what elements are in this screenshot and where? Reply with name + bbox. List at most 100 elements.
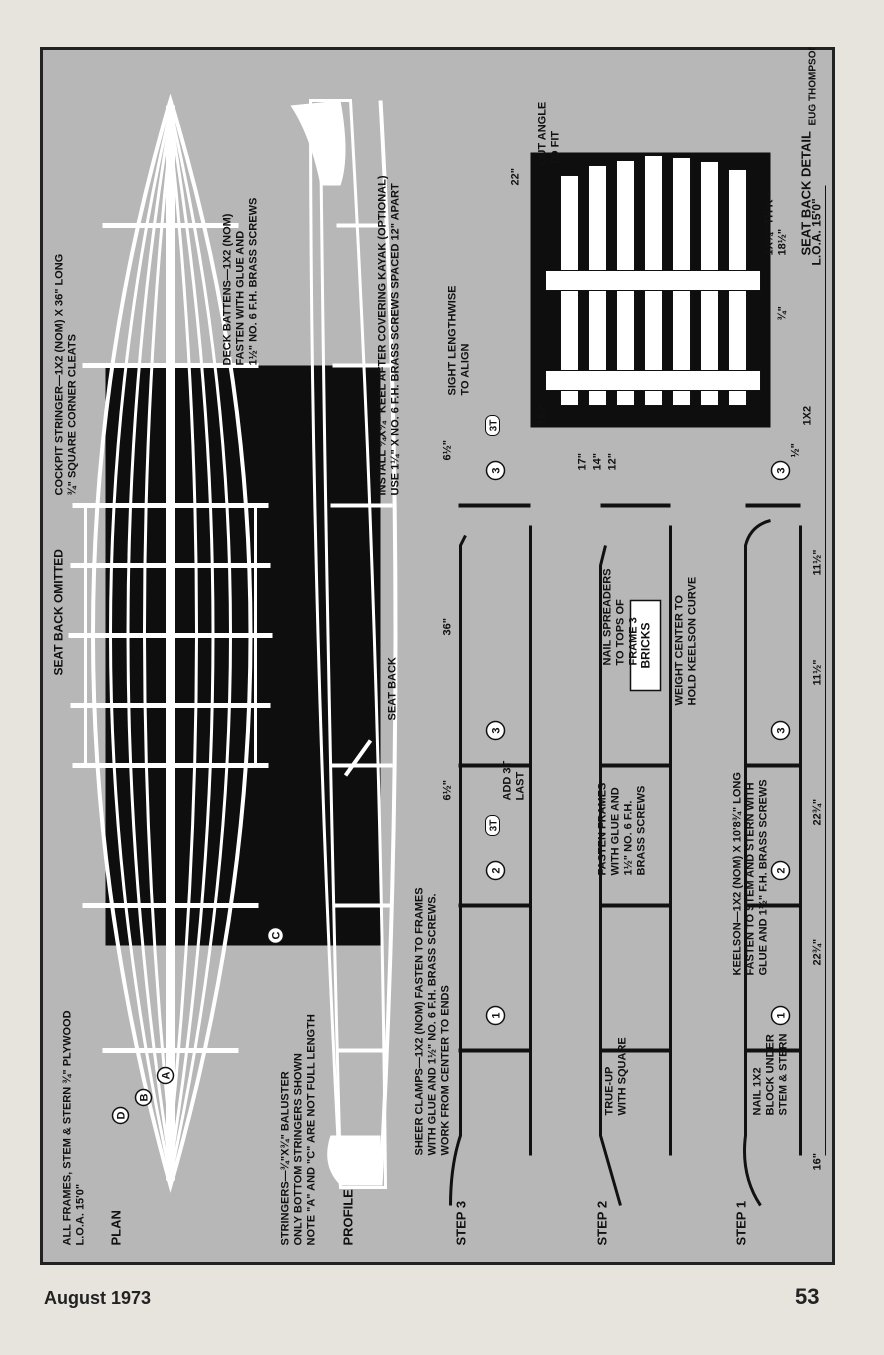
drawing-sheet: D B A C PLAN ALL FRAMES, STEM & STERN ¾"… (40, 47, 835, 1265)
step2-note-weight-line: WEIGHT CENTER TO (673, 594, 685, 705)
plan-note-frames-line: L.O.A. 15'0" (74, 1183, 86, 1245)
step1-note-nail-line: NAIL 1X2 (751, 1067, 763, 1115)
step2-note-fasten-line: WITH GLUE AND (609, 787, 621, 875)
plan-stringer-inner (142, 134, 198, 1136)
step1-loa: L.O.A. 15'0" (809, 198, 823, 265)
profile-stem (290, 100, 345, 185)
step3-note-add: ADD 3T LAST (501, 757, 526, 800)
seat-back-dim-three-quarter: ¾" (776, 306, 788, 320)
step3-frame-3t-a-badge (484, 814, 500, 836)
plan-note-frames-line: ALL FRAMES, STEM & STERN ¾" PLYWOOD (61, 1010, 73, 1245)
step2-note-trueup-line: WITH SQUARE (616, 1037, 628, 1115)
profile-note-deck-line: 1½" NO. 6 F.H. BRASS SCREWS (247, 197, 259, 365)
profile-note-sheer-line: WORK FROM CENTER TO ENDS (439, 985, 451, 1155)
step3-frame-1-circle (485, 1005, 505, 1025)
step1-note-keelson-line: FASTEN TO STEM AND STERN WITH (744, 782, 756, 975)
step2-view (598, 503, 672, 1206)
step2-title: STEP 2 (594, 1200, 609, 1245)
plan-note-seatback: SEAT BACK OMITTED (51, 548, 65, 675)
profile-hull (308, 98, 387, 1189)
step2-note-trueup-line: TRUE-UP (603, 1066, 615, 1115)
step3-frame-3b-circle (485, 460, 505, 480)
step2-note-spreaders: NAIL SPREADERS TO TOPS OF FRAME 3 (601, 565, 639, 665)
kayak-plans-diagram: D B A C PLAN ALL FRAMES, STEM & STERN ¾"… (51, 47, 826, 1245)
plan-note-cockpit-line: ¾" SQUARE CORNER CLEATS (66, 334, 78, 495)
bricks-box (629, 599, 661, 691)
profile-deck-batten (318, 114, 342, 1176)
marker-c-circle (266, 926, 284, 944)
plan-note-cockpit-line: COCKPIT STRINGER—1X2 (NOM) X 36" LONG (53, 253, 65, 495)
step3-title: STEP 3 (453, 1200, 468, 1245)
step1-frame-2-circle (770, 860, 790, 880)
profile-seat-back (343, 738, 372, 777)
step1-note-keelson: KEELSON—1X2 (NOM) X 10'8¾" LONG FASTEN T… (731, 769, 769, 976)
seat-back-label-1x2-a: 1X2 (536, 405, 548, 425)
step2-note-trueup: TRUE-UP WITH SQUARE (603, 1037, 628, 1115)
step1-frame-3b-circle (770, 460, 790, 480)
step3-frame-3t-b-badge (484, 414, 500, 436)
seat-back-dim-22: 22" (509, 168, 521, 185)
issue-date: August 1973 (44, 1288, 152, 1308)
step1-frame-2: 2 (775, 867, 787, 873)
profile-stern (326, 1135, 380, 1185)
seat-back-note-cut: CUT ANGLE TO FIT (536, 98, 561, 165)
step3-dim-2: 36" (441, 618, 453, 635)
page-number: 53 (795, 1284, 820, 1309)
step1-dim-11b: 11½" (811, 549, 823, 575)
step1-frame-3a-circle (770, 720, 790, 740)
step3-frame-3a: 3 (490, 727, 502, 733)
plan-view: D B A C (68, 93, 284, 1193)
seat-back-note-cut-line: TO FIT (549, 130, 561, 165)
step2-note-weight: WEIGHT CENTER TO HOLD KEELSON CURVE (673, 576, 698, 705)
profile-note-sheer-line: SHEER CLAMPS—1X2 (NOM) FASTEN TO FRAMES (413, 887, 425, 1155)
plan-note-stringers: STRINGERS—¾"X¾" BALUSTER ONLY BOTTOM STR… (279, 1014, 317, 1245)
plan-note-stringers-line: STRINGERS—¾"X¾" BALUSTER (279, 1071, 291, 1245)
profile-keel-line (378, 99, 397, 1186)
plan-note-stringers-line: ONLY BOTTOM STRINGERS SHOWN (292, 1053, 304, 1245)
seat-back-dim-12: 12" (606, 453, 618, 470)
seat-back-dim-18half: 18½" (776, 228, 788, 255)
step1-title: STEP 1 (733, 1200, 748, 1245)
step3-frame-3b: 3 (490, 467, 502, 473)
step1-frame-1-circle (770, 1005, 790, 1025)
rotated-drawing-area: D B A C PLAN ALL FRAMES, STEM & STERN ¾"… (40, 47, 835, 1265)
step3-dim-3: 6½" (441, 439, 453, 460)
step1-frame-1: 1 (775, 1012, 787, 1018)
step3-frame-2: 2 (490, 867, 502, 873)
step1-note-keelson-line: KEELSON—1X2 (NOM) X 10'8¾" LONG (731, 772, 743, 975)
step2-note-spreaders-line: NAIL SPREADERS (601, 568, 613, 665)
step1-dim-11a: 11½" (811, 659, 823, 685)
step3-frame-1: 1 (490, 1012, 502, 1018)
step1-dim-22a: 22¾" (811, 938, 823, 965)
marker-b-circle (134, 1088, 152, 1106)
step2-note-spreaders-line: FRAME 3 (627, 617, 639, 665)
step1-frame-3a: 3 (775, 727, 787, 733)
profile-note-sheer-line: WITH GLUE AND 1½" NO. 6 F.H. BRASS SCREW… (426, 893, 438, 1155)
plan-hull-outline (90, 93, 252, 1193)
step1-top-line (742, 518, 771, 1206)
step1-dim-16: 16" (811, 1153, 823, 1170)
plan-note-cockpit: COCKPIT STRINGER—1X2 (NOM) X 36" LONG ¾"… (53, 250, 78, 495)
step3-frame-3t-b: 3T (488, 419, 499, 431)
step2-frames (600, 503, 670, 1052)
step1-note-nail-line: BLOCK UNDER (764, 1034, 776, 1115)
step1-note-nail-line: STEM & STERN (777, 1033, 789, 1115)
step3-frames (458, 503, 530, 1052)
step3-frame-3t-a: 3T (488, 819, 499, 831)
step3-note-add-line: LAST (514, 771, 526, 800)
seat-back-dim-17: 17" (576, 453, 588, 470)
step1-note-nail: NAIL 1X2 BLOCK UNDER STEM & STERN (751, 1031, 789, 1115)
step1-frames (745, 503, 800, 1052)
marker-c: C (270, 931, 282, 939)
marker-a: A (160, 1071, 172, 1079)
step2-note-weight-line: HOLD KEELSON CURVE (686, 576, 698, 705)
profile-note-keel-line: INSTALL ¾X¾" KEEL AFTER COVERING KAYAK (… (376, 175, 388, 495)
profile-note-deck-line: DECK BATTENS—1X2 (NOM) (221, 213, 233, 365)
marker-d-circle (111, 1106, 129, 1124)
profile-view (290, 98, 397, 1189)
step2-top-line (598, 544, 622, 1206)
step2-note-fasten-line: FASTEN FRAMES (596, 782, 608, 875)
step3-frame-2-circle (485, 860, 505, 880)
step3-note-sight: SIGHT LENGTHWISE TO ALIGN (446, 282, 471, 395)
marker-d: D (115, 1111, 127, 1119)
